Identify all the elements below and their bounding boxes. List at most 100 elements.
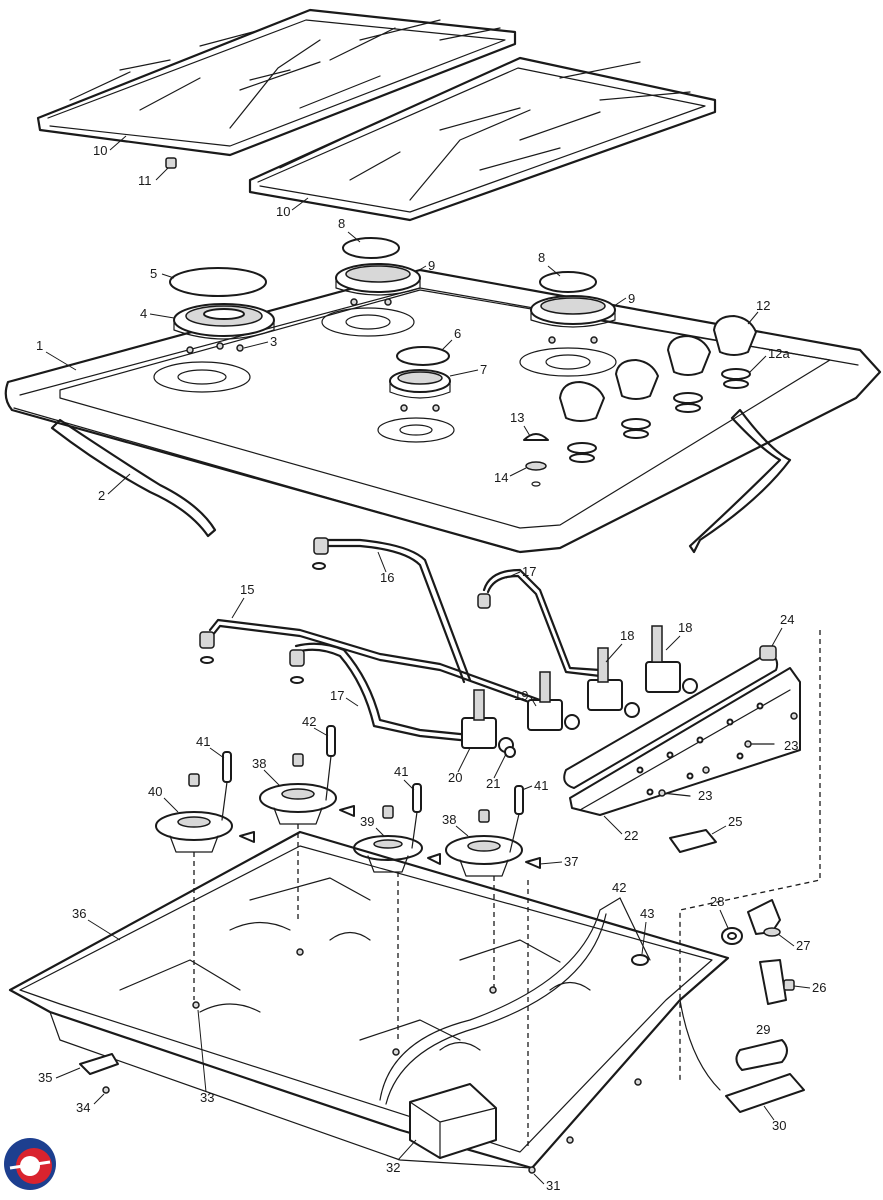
burner-cap-8-right xyxy=(539,271,597,293)
burner-head-9-right xyxy=(530,295,616,328)
callout-16: 16 xyxy=(380,570,394,585)
callout-26: 26 xyxy=(812,980,826,995)
callout-10: 10 xyxy=(93,143,107,158)
callout-13: 13 xyxy=(510,410,524,425)
burner-base-39 xyxy=(353,835,423,873)
callout-41: 41 xyxy=(534,778,548,793)
manifold-screws-23 xyxy=(658,712,798,797)
callout-20: 20 xyxy=(448,770,462,785)
brand-logo xyxy=(4,1138,56,1190)
elbow-27 xyxy=(747,899,781,937)
callout-40: 40 xyxy=(148,784,162,799)
pan-screws xyxy=(102,948,642,1174)
callout-28: 28 xyxy=(710,894,724,909)
pan-support-foot-11 xyxy=(165,157,177,169)
callout-12a: 12a xyxy=(768,346,790,361)
callout-22: 22 xyxy=(624,828,638,843)
callout-9: 9 xyxy=(628,291,635,306)
burner-base-38-right xyxy=(445,835,523,877)
connector-43 xyxy=(631,954,649,966)
callout-39: 39 xyxy=(360,814,374,829)
callout-18: 18 xyxy=(678,620,692,635)
callout-3: 3 xyxy=(270,334,277,349)
callout-33: 33 xyxy=(200,1090,214,1105)
pan-support-right xyxy=(248,56,717,222)
burner-head-7 xyxy=(389,369,451,399)
ignition-button-13 xyxy=(523,433,549,441)
spark-generator-32 xyxy=(409,1083,497,1159)
callout-17: 17 xyxy=(522,564,536,579)
gas-tube-17-front xyxy=(289,642,472,743)
callout-15: 15 xyxy=(240,582,254,597)
callout-11: 11 xyxy=(138,173,152,188)
cooktop-burner-openings xyxy=(153,307,617,443)
callout-18: 18 xyxy=(620,628,634,643)
callout-37: 37 xyxy=(564,854,578,869)
callout-7: 7 xyxy=(480,362,487,377)
callout-1: 1 xyxy=(36,338,43,353)
ignition-bezel-14 xyxy=(525,461,547,487)
manifold-pipe-24 xyxy=(563,645,779,789)
battery-holder-30 xyxy=(679,999,805,1113)
callout-38: 38 xyxy=(252,756,266,771)
callout-42: 42 xyxy=(612,880,626,895)
regulator-26 xyxy=(759,959,795,1005)
callout-labels: 10 11 10 8 9 8 9 5 4 3 6 7 12 12a 1 13 1… xyxy=(36,135,826,1193)
callout-27: 27 xyxy=(796,938,810,953)
callout-19: 19 xyxy=(514,688,528,703)
burner-head-4 xyxy=(173,303,275,340)
callout-10: 10 xyxy=(276,204,290,219)
bracket-35 xyxy=(79,1053,119,1075)
gas-valves xyxy=(461,625,698,758)
callout-31: 31 xyxy=(546,1178,560,1193)
burner-drop-lines xyxy=(193,824,529,1150)
burner-cap-8-rear xyxy=(342,237,400,259)
callout-43: 43 xyxy=(640,906,654,921)
manifold-bracket-22 xyxy=(569,667,801,816)
gas-tube-16 xyxy=(312,537,472,684)
callout-2: 2 xyxy=(98,488,105,503)
callout-9: 9 xyxy=(428,258,435,273)
base-pan-36 xyxy=(8,830,730,1170)
callout-29: 29 xyxy=(756,1022,770,1037)
ignition-wires-42 xyxy=(379,897,651,1105)
burner-base-38-left xyxy=(259,783,337,825)
cooktop-trim-strips xyxy=(50,408,792,554)
gas-tube-17-rear xyxy=(477,568,602,678)
pan-support-left xyxy=(36,8,517,157)
burner-clips-37 xyxy=(239,805,541,869)
callout-23: 23 xyxy=(784,738,798,753)
callout-8: 8 xyxy=(538,250,545,265)
callout-5: 5 xyxy=(150,266,157,281)
callout-24: 24 xyxy=(780,612,794,627)
burner-screws-3 xyxy=(186,298,598,412)
callout-23: 23 xyxy=(698,788,712,803)
callout-36: 36 xyxy=(72,906,86,921)
control-knobs-12 xyxy=(559,315,757,422)
assembly-guide-right xyxy=(679,630,821,1082)
callout-6: 6 xyxy=(454,326,461,341)
clip-25 xyxy=(669,829,717,853)
callout-34: 34 xyxy=(76,1100,90,1115)
injector-jets xyxy=(188,753,490,823)
callout-8: 8 xyxy=(338,216,345,231)
callout-4: 4 xyxy=(140,306,147,321)
battery-29 xyxy=(735,1039,788,1071)
washer-28 xyxy=(721,927,743,945)
burner-head-9-rear xyxy=(335,263,421,296)
burner-base-40 xyxy=(155,811,233,853)
callout-30: 30 xyxy=(772,1118,786,1133)
knob-rings-12a xyxy=(567,368,751,463)
burner-cap-5 xyxy=(169,267,267,297)
callout-14: 14 xyxy=(494,470,508,485)
callout-41: 41 xyxy=(196,734,210,749)
callout-12: 12 xyxy=(756,298,770,313)
callout-21: 21 xyxy=(486,776,500,791)
callout-17: 17 xyxy=(330,688,344,703)
callout-25: 25 xyxy=(728,814,742,829)
callout-32: 32 xyxy=(386,1160,400,1175)
cooktop-top-panel xyxy=(4,268,882,554)
electrodes-41 xyxy=(221,725,524,853)
callout-38: 38 xyxy=(442,812,456,827)
